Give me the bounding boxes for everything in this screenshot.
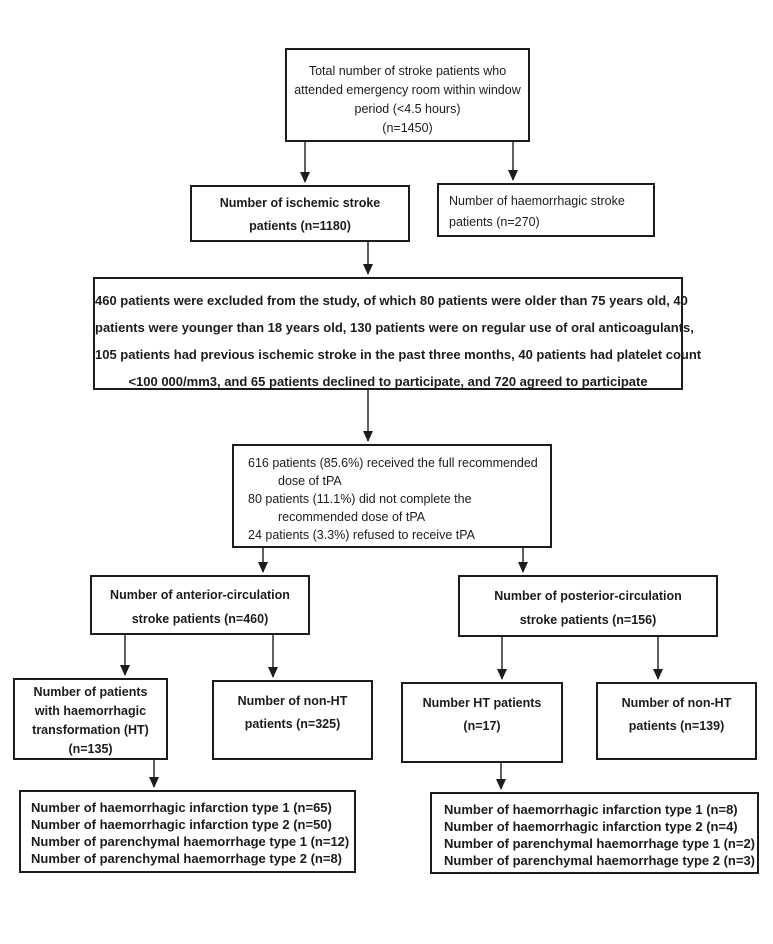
text-line: patients (n=1180) [249, 219, 351, 233]
text-line: Number of haemorrhagic infarction type 2… [31, 817, 332, 832]
text-line: Number of posterior-circulation [494, 589, 682, 603]
text-line: with haemorrhagic [34, 704, 147, 718]
text-line: 80 patients (11.1%) did not complete the [248, 492, 472, 506]
text-line: patients were younger than 18 years old,… [95, 320, 694, 335]
text-line: <100 000/mm3, and 65 patients declined t… [128, 374, 648, 389]
box-tpa-dose-outcomes: 616 patients (85.6%) received the full r… [232, 444, 552, 548]
text-line: Number of haemorrhagic infarction type 1… [444, 802, 738, 817]
box-ht-posterior: Number HT patients (n=17) [401, 682, 563, 763]
text-line: 616 patients (85.6%) received the full r… [248, 456, 538, 470]
text-line: Number of haemorrhagic stroke [449, 194, 625, 208]
text-line: Number of haemorrhagic infarction type 1… [31, 800, 332, 815]
text-line: Number of non-HT [237, 694, 348, 708]
text-line: Number of patients [33, 685, 148, 699]
text-line: Number of ischemic stroke [219, 196, 381, 210]
box-ht-subtypes-anterior: Number of haemorrhagic infarction type 1… [19, 790, 356, 873]
box-ischemic-stroke: Number of ischemic stroke patients (n=11… [190, 185, 410, 242]
text-line: (n=17) [463, 719, 501, 733]
box-ht-subtypes-posterior: Number of haemorrhagic infarction type 1… [430, 792, 759, 874]
box-anterior-circulation: Number of anterior-circulation stroke pa… [90, 575, 310, 635]
text-line: (n=135) [68, 742, 113, 756]
box-non-ht-anterior: Number of non-HT patients (n=325) [212, 680, 373, 760]
text-line: stroke patients (n=156) [519, 613, 657, 627]
box-haemorrhagic-stroke: Number of haemorrhagic stroke patients (… [437, 183, 655, 237]
text-line: stroke patients (n=460) [131, 612, 269, 626]
text-line: 24 patients (3.3%) refused to receive tP… [248, 528, 475, 542]
text-line: attended emergency room within window [294, 83, 521, 97]
text-line: Number of parenchymal haemorrhage type 1… [444, 836, 756, 851]
text-line: Number of haemorrhagic infarction type 2… [444, 819, 738, 834]
text-line: Number of parenchymal haemorrhage type 1… [31, 834, 350, 849]
text-line: period (<4.5 hours) [354, 102, 461, 116]
text-line: Number HT patients [422, 696, 542, 710]
box-excluded-patients: 460 patients were excluded from the stud… [93, 277, 702, 390]
box-ht-anterior: Number of patients with haemorrhagic tra… [13, 678, 168, 760]
text-line: Number of non-HT [621, 696, 732, 710]
text-line: transformation (HT) [32, 723, 149, 737]
text-line: Number of parenchymal haemorrhage type 2… [444, 853, 756, 868]
text-line: patients (n=325) [244, 717, 341, 731]
text-line: Number of parenchymal haemorrhage type 2… [31, 851, 343, 866]
box-posterior-circulation: Number of posterior-circulation stroke p… [458, 575, 718, 637]
text-line: 460 patients were excluded from the stud… [95, 293, 688, 308]
text-line: 105 patients had previous ischemic strok… [95, 347, 702, 362]
box-total-stroke-patients: Total number of stroke patients who atte… [285, 48, 530, 142]
text-line: Number of anterior-circulation [110, 588, 290, 602]
text-line: patients (n=270) [449, 215, 540, 229]
text-line: Total number of stroke patients who [308, 64, 507, 78]
text-line: (n=1450) [382, 121, 433, 135]
text-line: dose of tPA [278, 474, 342, 488]
box-non-ht-posterior: Number of non-HT patients (n=139) [596, 682, 757, 760]
text-line: recommended dose of tPA [278, 510, 426, 524]
text-line: patients (n=139) [628, 719, 725, 733]
